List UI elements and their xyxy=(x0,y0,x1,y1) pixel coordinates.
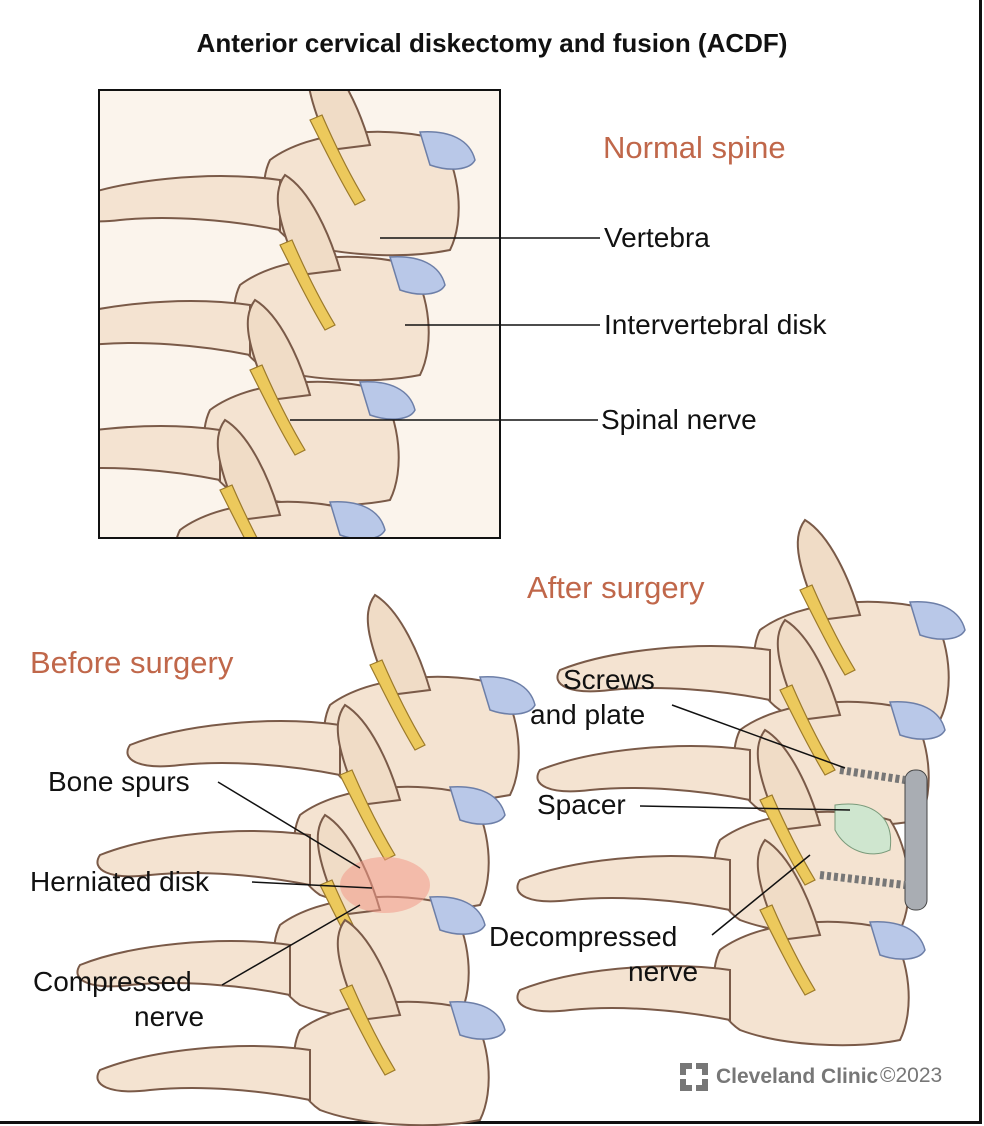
label-decompressed-nerve: nerve xyxy=(628,956,699,987)
cleveland-clinic-logo-icon xyxy=(680,1063,708,1091)
normal-spine-box xyxy=(98,89,501,539)
spacer xyxy=(834,803,892,855)
plate xyxy=(904,769,928,911)
after-surgery-heading: After surgery xyxy=(527,570,705,605)
inflammation-area xyxy=(340,857,430,913)
cleveland-clinic-logo: Cleveland Clinic xyxy=(680,1063,878,1091)
label-spinal-nerve: Spinal nerve xyxy=(601,404,757,435)
label-compressed: Compressed xyxy=(33,966,192,997)
before-surgery-heading: Before surgery xyxy=(30,645,234,680)
label-herniated-disk: Herniated disk xyxy=(30,866,209,897)
label-and-plate: and plate xyxy=(530,699,646,730)
screw xyxy=(819,871,906,889)
after-surgery-illustration xyxy=(516,519,966,1047)
copyright: ©2023 xyxy=(880,1064,943,1087)
label-vertebra: Vertebra xyxy=(604,222,710,253)
label-bone-spurs: Bone spurs xyxy=(48,766,190,797)
diagram-title: Anterior cervical diskectomy and fusion … xyxy=(196,28,788,58)
label-decompressed: Decompressed xyxy=(489,921,678,952)
normal-spine-illustration xyxy=(100,91,499,537)
brand-name: Cleveland Clinic xyxy=(716,1065,879,1088)
screw xyxy=(839,766,906,784)
label-screws: Screws xyxy=(563,664,655,695)
label-spacer: Spacer xyxy=(537,789,626,820)
before-surgery-illustration xyxy=(76,594,536,1126)
label-intervertebral-disk: Intervertebral disk xyxy=(604,309,827,340)
normal-spine-heading: Normal spine xyxy=(603,130,786,165)
label-compressed-nerve: nerve xyxy=(134,1001,205,1032)
